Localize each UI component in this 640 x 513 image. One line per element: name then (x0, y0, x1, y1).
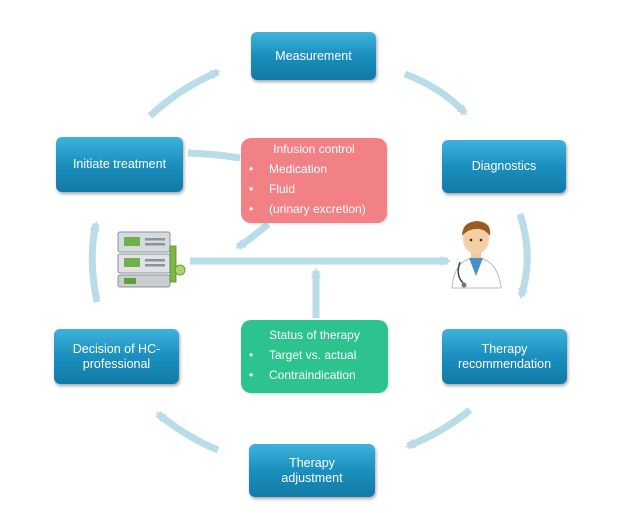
therapy-recommendation-box: Therapy recommendation (442, 329, 567, 384)
therapy-recommendation-line1: Therapy (481, 341, 528, 356)
infusion-control-item: Fluid (241, 179, 387, 199)
status-of-therapy-title: Status of therapy (269, 328, 360, 342)
therapy-adjustment-line1: Therapy (289, 455, 335, 470)
diagnostics-label: Diagnostics (471, 159, 537, 173)
arrow-decision-to-initiate (88, 221, 101, 303)
infusion-pump-icon (117, 231, 186, 288)
status-of-therapy-list: Target vs. actual Contraindication (241, 345, 388, 385)
status-of-therapy-item: Contraindication (241, 365, 388, 385)
diagnostics-box: Diagnostics (442, 140, 566, 193)
infusion-control-list: Medication Fluid (urinary excretion) (241, 159, 387, 219)
infusion-control-item: Medication (241, 159, 387, 179)
decision-line2: professional (82, 356, 151, 371)
arrow-adjustment-to-decision (155, 411, 220, 454)
therapy-adjustment-box: Therapy adjustment (249, 444, 375, 497)
doctor-icon (451, 221, 502, 289)
arrow-measurement-to-diagnostics (403, 70, 468, 116)
status-of-therapy-panel: Status of therapy Target vs. actual Cont… (241, 320, 388, 393)
infusion-control-panel: Infusion control Medication Fluid (urina… (241, 138, 387, 223)
therapy-recommendation-line2: recommendation (457, 356, 552, 371)
arrow-recommendation-to-adjustment (405, 407, 473, 450)
arrow-initiate-to-infusion (187, 149, 241, 162)
infusion-control-item: (urinary excretion) (241, 199, 387, 219)
measurement-label: Measurement (275, 48, 352, 63)
arrow-initiate-to-measurement (147, 68, 221, 119)
status-of-therapy-item: Target vs. actual (241, 345, 388, 365)
arrow-diagnostics-to-recommendation (516, 212, 531, 299)
measurement-box: Measurement (251, 32, 376, 80)
initiate-treatment-label: Initiate treatment (72, 157, 167, 171)
initiate-treatment-box: Initiate treatment (56, 137, 183, 192)
decision-line1: Decision of HC- (72, 341, 161, 356)
infusion-control-title: Infusion control (273, 142, 355, 156)
decision-box: Decision of HC- professional (54, 329, 179, 384)
therapy-adjustment-line2: adjustment (281, 470, 343, 485)
arrow-infusion-to-pump (235, 221, 271, 250)
